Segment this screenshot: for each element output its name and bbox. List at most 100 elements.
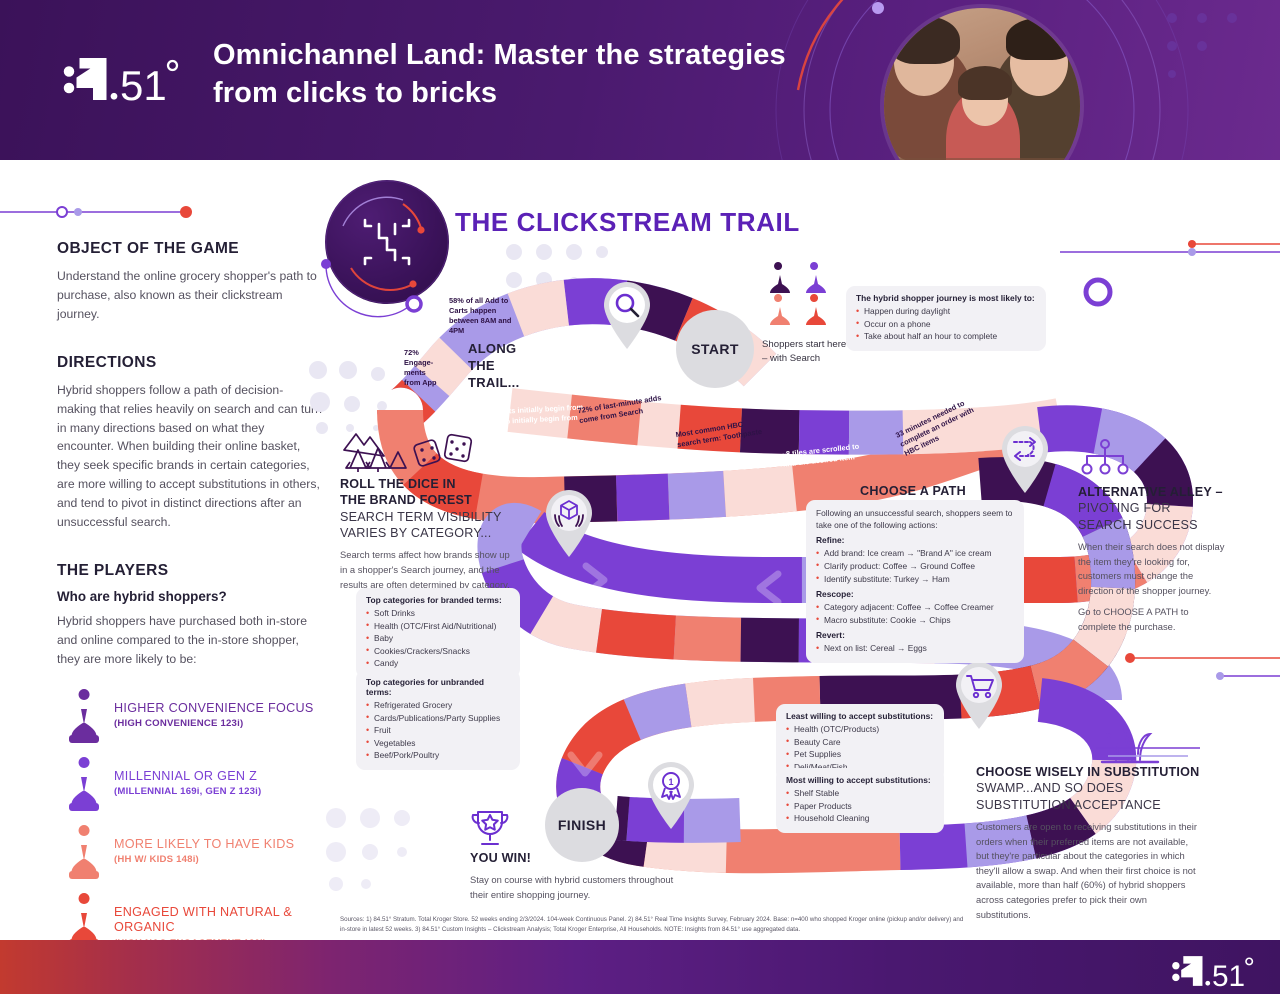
header-decoration — [775, 0, 1189, 160]
unbranded-term-item: Beef/Pork/Poultry — [366, 749, 510, 762]
branded-terms-title: Top categories for branded terms: — [366, 595, 502, 605]
choose-path-item: Clarify product: Coffee → Ground Coffee — [816, 559, 1014, 572]
unbranded-term-item: Vegetables — [366, 736, 510, 749]
pawn-icon — [63, 756, 105, 817]
unbranded-term-item: Fruit — [366, 724, 510, 737]
choose-path-groups: Refine:Add brand: Ice cream → "Brand A" … — [816, 535, 1014, 655]
unbranded-term-item: Cards/Publications/Party Supplies — [366, 711, 510, 724]
trail-finish-leg — [614, 796, 741, 843]
you-win-section: YOU WIN! Stay on course with hybrid cust… — [470, 850, 690, 903]
alt-alley-subtitle: PIVOTING FOR SEARCH SUCCESS — [1078, 501, 1198, 532]
you-win-body: Stay on course with hybrid customers thr… — [470, 874, 674, 900]
directions-heading: DIRECTIONS — [57, 353, 157, 371]
least-willing-list: Health (OTC/Products)Beauty CarePet Supp… — [786, 723, 934, 774]
directions-body: Hybrid shoppers follow a path of decisio… — [57, 382, 322, 530]
search-pin[interactable] — [598, 278, 656, 350]
you-win-title: YOU WIN! — [470, 851, 532, 865]
most-willing-title: Most willing to accept substitutions: — [786, 775, 931, 785]
players-list: HIGHER CONVENIENCE FOCUS (HIGH CONVENIENC… — [57, 688, 322, 967]
choose-path-item: Next on list: Cereal → Eggs — [816, 642, 1014, 655]
hybrid-journey-box: The hybrid shopper journey is most likel… — [846, 286, 1046, 351]
sub-swamp-body: Customers are open to receiving substitu… — [976, 821, 1197, 920]
player-row: MORE LIKELY TO HAVE KIDS(HH W/ KIDS 148i… — [57, 824, 322, 899]
left-decoration-line — [0, 206, 192, 218]
branded-terms-box: Top categories for branded terms: Soft D… — [356, 588, 520, 679]
players-heading: THE PLAYERS — [57, 561, 169, 579]
sidebar-section-directions: DIRECTIONS Hybrid shoppers follow a path… — [57, 354, 322, 532]
most-willing-list: Shelf StablePaper ProductsHousehold Clea… — [786, 787, 934, 825]
board-title: THE CLICKSTREAM TRAIL — [455, 207, 800, 237]
brand-forest-subtitle: SEARCH TERM VISIBILITY VARIES BY CATEGOR… — [340, 509, 502, 541]
trail-row-4 — [515, 405, 1194, 603]
sub-swamp-subtitle: SWAMP...AND SO DOES SUBSTITUTION ACCEPTA… — [976, 781, 1161, 812]
most-willing-item: Household Cleaning — [786, 812, 934, 825]
brand-forest-body: Search terms affect how brands show up i… — [340, 549, 510, 590]
player-title: MORE LIKELY TO HAVE KIDS — [114, 836, 295, 851]
page-header: 51 Omnichannel Land: Master the strategi… — [0, 0, 1280, 160]
choose-path-group-list: Next on list: Cereal → Eggs — [816, 642, 1014, 655]
branded-term-item: Cookies/Crackers/Snacks — [366, 644, 510, 657]
trail-row-8 — [899, 678, 1137, 870]
choose-path-intro: Following an unsuccessful search, shoppe… — [816, 508, 1013, 531]
unbranded-term-item: Refrigerated Grocery — [366, 699, 510, 712]
object-body: Understand the online grocery shopper's … — [57, 269, 317, 321]
alt-alley-body-1: When their search does not display the i… — [1078, 541, 1225, 596]
unbranded-terms-list: Refrigerated GroceryCards/Publications/P… — [366, 699, 510, 763]
player-title: HIGHER CONVENIENCE FOCUS — [114, 700, 314, 715]
hybrid-journey-item: Take about half an hour to complete — [856, 330, 1036, 343]
swap-arrows-pin[interactable] — [996, 422, 1054, 494]
shopping-cart-pin[interactable] — [950, 658, 1008, 730]
least-willing-item: Health (OTC/Products) — [786, 723, 934, 736]
header-dot-grid — [1167, 13, 1237, 78]
alt-alley-body-2: Go to CHOOSE A PATH to complete the purc… — [1078, 606, 1189, 632]
choose-path-item: Macro substitute: Cookie → Chips — [816, 613, 1014, 626]
players-subheading: Who are hybrid shoppers? — [57, 588, 227, 604]
least-willing-item: Beauty Care — [786, 735, 934, 748]
choose-path-title: CHOOSE A PATH — [860, 484, 967, 498]
branded-term-item: Baby — [366, 632, 510, 645]
choose-path-item: Identify substitute: Turkey → Ham — [816, 572, 1014, 585]
dot-grid-bottom — [326, 808, 410, 891]
player-title: ENGAGED WITH NATURAL & ORGANIC — [114, 904, 293, 935]
player-subtitle: (HIGH CONVENIENCE 123i) — [114, 718, 244, 730]
choose-path-group-label: Refine: — [816, 535, 845, 546]
unbranded-terms-title: Top categories for unbranded terms: — [366, 677, 485, 697]
start-node[interactable]: START — [676, 310, 754, 388]
alt-alley-title: ALTERNATIVE ALLEY – — [1078, 485, 1223, 499]
brand-logo: 51 — [60, 55, 180, 109]
alt-alley-section: ALTERNATIVE ALLEY – PIVOTING FOR SEARCH … — [1078, 484, 1228, 635]
sources-text: Sources: 1) 84.51° Stratum. Total Kroger… — [340, 916, 964, 934]
brand-forest-title: ROLL THE DICE IN THE BRAND FOREST — [340, 477, 472, 508]
hybrid-journey-item: Occur on a phone — [856, 317, 1036, 330]
clickstream-badge — [325, 180, 449, 304]
players-body: Hybrid shoppers have purchased both in-s… — [57, 613, 307, 666]
player-subtitle: (MILLENNIAL 169i, GEN Z 123i) — [114, 786, 262, 798]
choose-path-group-list: Category adjacent: Coffee → Coffee Cream… — [816, 601, 1014, 627]
page-footer: 51 — [0, 940, 1280, 994]
most-willing-item: Paper Products — [786, 799, 934, 812]
dot-grid-left — [309, 361, 387, 434]
choose-path-group-label: Rescope: — [816, 589, 854, 600]
finish-node[interactable]: FINISH — [545, 788, 619, 862]
choose-path-item: Category adjacent: Coffee → Coffee Cream… — [816, 601, 1014, 614]
object-heading: OBJECT OF THE GAME — [57, 240, 240, 257]
branded-term-item: Soft Drinks — [366, 607, 510, 620]
trail-row-2 — [377, 407, 1045, 524]
right-decoration-lines-2 — [1125, 653, 1280, 680]
svg-text:51: 51 — [1212, 960, 1245, 993]
substitution-swamp-section: CHOOSE WISELY IN SUBSTITUTION SWAMP...AN… — [976, 764, 1202, 922]
badge-decoration — [321, 259, 423, 318]
right-decoration-lines — [1060, 240, 1280, 307]
svg-text:51: 51 — [120, 62, 167, 109]
choose-path-group-list: Add brand: Ice cream → "Brand A" ice cre… — [816, 547, 1014, 585]
package-hands-pin[interactable] — [540, 486, 598, 558]
trail-row-6 — [819, 457, 1136, 720]
trail-row-3 — [507, 388, 1065, 455]
sidebar: OBJECT OF THE GAME Understand the online… — [57, 240, 322, 967]
clickstream-trail — [377, 278, 1194, 874]
medal-pin[interactable]: 1 — [642, 758, 700, 830]
page-title: Omnichannel Land: Master the strategies … — [213, 39, 786, 110]
sub-swamp-title: CHOOSE WISELY IN SUBSTITUTION — [976, 765, 1200, 779]
player-title: MILLENNIAL OR GEN Z — [114, 768, 258, 783]
